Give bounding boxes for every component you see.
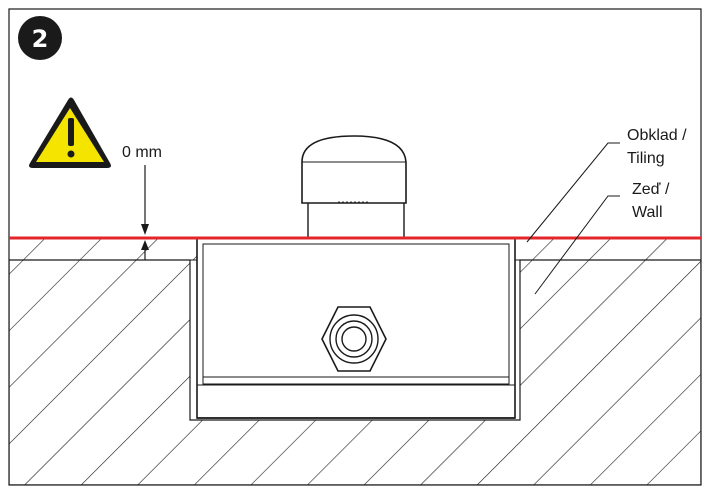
dimension-indicator: 0 mm <box>122 144 197 261</box>
step-badge: 2 <box>18 16 62 60</box>
dimension-label: 0 mm <box>122 144 162 161</box>
warning-triangle-icon <box>29 97 111 168</box>
cable-gland <box>321 306 387 372</box>
leader-lines <box>526 142 620 295</box>
wall-label-line1: Zeď / <box>632 181 670 198</box>
wall-layer <box>9 259 701 485</box>
tiling-label-line2: Tiling <box>627 150 665 167</box>
wall-label-line2: Wall <box>632 204 663 221</box>
sensor-head <box>301 135 407 239</box>
step-number: 2 <box>32 25 49 53</box>
tiling-label-line1: Obklad / <box>627 127 687 144</box>
tiling-layer <box>9 237 701 261</box>
